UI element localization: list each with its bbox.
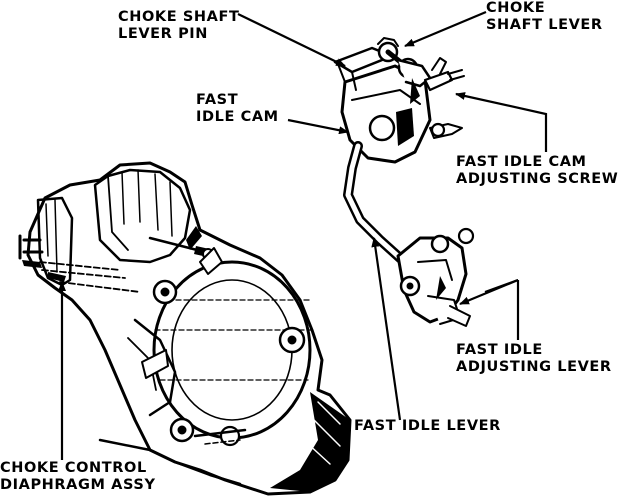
leader-lines [58, 10, 548, 460]
choke-shaft-lever-and-fast-idle-cam [333, 37, 475, 327]
label-line: FAST [196, 92, 239, 108]
label-choke-control-diaphragm-assy: CHOKE CONTROL DIAPHRAGM ASSY [0, 460, 156, 494]
label-fast-idle-lever: FAST IDLE LEVER [354, 418, 501, 435]
label-line: SHAFT LEVER [486, 17, 603, 33]
label-line: CHOKE [486, 0, 546, 16]
label-line: CHOKE SHAFT [118, 9, 240, 25]
label-line: DIAPHRAGM ASSY [0, 477, 156, 493]
label-line: FAST IDLE LEVER [354, 418, 501, 434]
label-line: IDLE CAM [196, 109, 279, 125]
label-line: LEVER PIN [118, 26, 209, 42]
label-line: FAST IDLE CAM [456, 154, 587, 170]
choke-control-diaphragm-assembly [18, 161, 352, 496]
label-choke-shaft-lever: CHOKE SHAFT LEVER [486, 0, 603, 34]
label-fast-idle-cam-adjusting-screw: FAST IDLE CAM ADJUSTING SCREW [456, 154, 618, 188]
label-line: CHOKE CONTROL [0, 460, 147, 476]
label-fast-idle-cam: FAST IDLE CAM [196, 92, 279, 126]
label-line: ADJUSTING LEVER [456, 359, 612, 375]
label-choke-shaft-lever-pin: CHOKE SHAFT LEVER PIN [118, 9, 240, 43]
label-line: FAST IDLE [456, 342, 543, 358]
label-fast-idle-adjusting-lever: FAST IDLE ADJUSTING LEVER [456, 342, 612, 376]
label-line: ADJUSTING SCREW [456, 171, 619, 187]
